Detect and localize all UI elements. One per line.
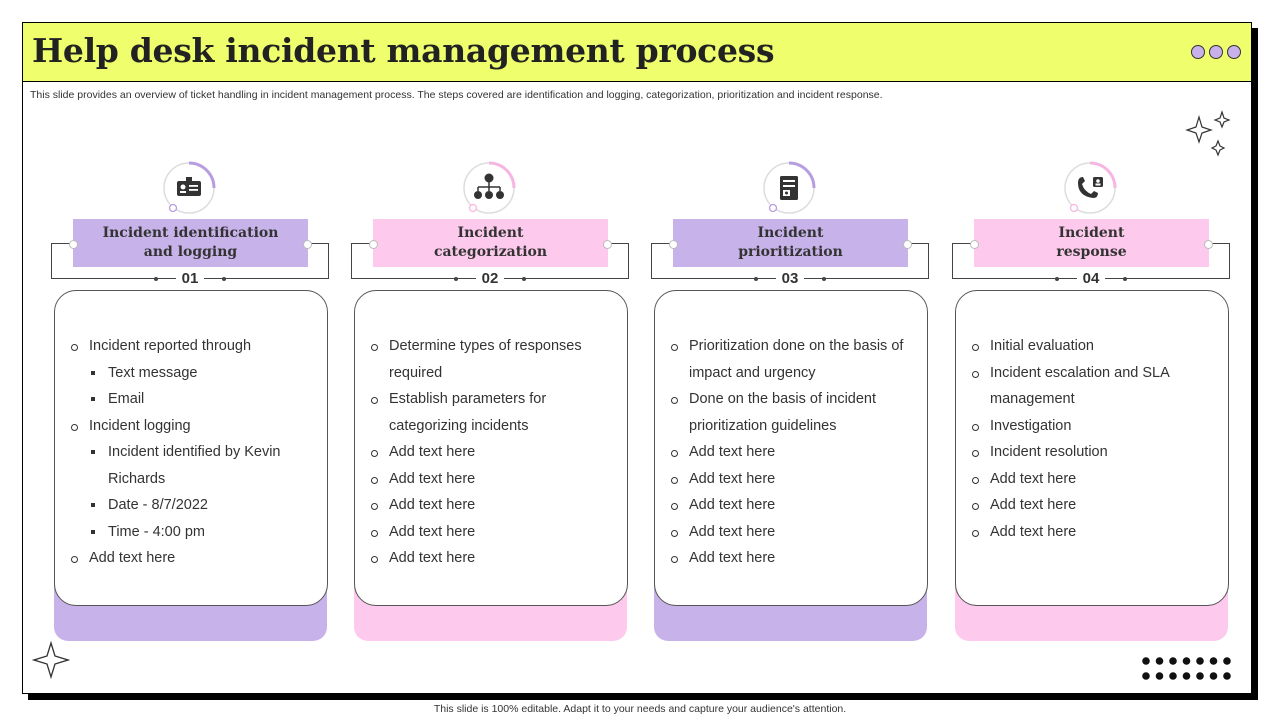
list-item: Add text here bbox=[970, 519, 1218, 546]
list-item: Done on the basis of incident prioritiza… bbox=[669, 386, 917, 439]
list-item: Incident escalation and SLA management bbox=[970, 360, 1218, 413]
sparkle-icon bbox=[32, 641, 70, 679]
list-item: Add text here bbox=[970, 466, 1218, 493]
hierarchy-icon bbox=[463, 161, 516, 214]
page-title: Help desk incident management process bbox=[32, 31, 775, 70]
slide-description: This slide provides an overview of ticke… bbox=[30, 89, 883, 101]
step-number: 02 bbox=[453, 270, 526, 288]
list-item: Add text here bbox=[369, 545, 617, 572]
step-bullet-list: Prioritization done on the basis of impa… bbox=[669, 333, 917, 572]
decoration-dot bbox=[1191, 45, 1205, 59]
list-item: Add text here bbox=[970, 492, 1218, 519]
step-label: Incident identification and logging bbox=[69, 219, 312, 267]
list-item: Incident reported through bbox=[69, 333, 317, 360]
step-label: Incident response bbox=[970, 219, 1213, 267]
step-number-wrap: 04 bbox=[952, 269, 1230, 289]
slide: Help desk incident management process Th… bbox=[22, 22, 1252, 694]
list-item: Email bbox=[69, 386, 317, 413]
step-number: 03 bbox=[753, 270, 826, 288]
list-item: Add text here bbox=[69, 545, 317, 572]
list-item: Add text here bbox=[369, 439, 617, 466]
decoration-dot bbox=[1227, 45, 1241, 59]
dot-grid-decoration bbox=[1142, 657, 1231, 680]
list-item: Determine types of responses required bbox=[369, 333, 617, 386]
list-item: Add text here bbox=[669, 492, 917, 519]
step-label: Incident prioritization bbox=[669, 219, 912, 267]
list-item: Time - 4:00 pm bbox=[69, 519, 317, 546]
list-item: Add text here bbox=[669, 466, 917, 493]
list-item: Initial evaluation bbox=[970, 333, 1218, 360]
step-number: 04 bbox=[1054, 270, 1127, 288]
list-item: Add text here bbox=[369, 519, 617, 546]
list-item: Text message bbox=[69, 360, 317, 387]
document-stack-icon bbox=[763, 161, 816, 214]
list-item: Add text here bbox=[669, 519, 917, 546]
title-decoration-dots bbox=[1191, 45, 1241, 59]
list-item: Prioritization done on the basis of impa… bbox=[669, 333, 917, 386]
sparkles-icon bbox=[1185, 110, 1231, 157]
step-number-wrap: 03 bbox=[651, 269, 929, 289]
list-item: Add text here bbox=[369, 466, 617, 493]
step-card: Prioritization done on the basis of impa… bbox=[654, 290, 928, 606]
list-item: Add text here bbox=[369, 492, 617, 519]
list-item: Incident identified by Kevin Richards bbox=[69, 439, 317, 492]
step-label: Incident categorization bbox=[369, 219, 612, 267]
list-item: Add text here bbox=[669, 439, 917, 466]
phone-user-icon bbox=[1064, 161, 1117, 214]
list-item: Incident resolution bbox=[970, 439, 1218, 466]
footer-note: This slide is 100% editable. Adapt it to… bbox=[433, 703, 847, 715]
list-item: Establish parameters for categorizing in… bbox=[369, 386, 617, 439]
list-item: Date - 8/7/2022 bbox=[69, 492, 317, 519]
list-item: Add text here bbox=[669, 545, 917, 572]
list-item: Incident logging bbox=[69, 413, 317, 440]
title-bar: Help desk incident management process bbox=[23, 23, 1251, 82]
step-number: 01 bbox=[153, 270, 226, 288]
id-card-icon bbox=[163, 161, 216, 214]
decoration-dot bbox=[1209, 45, 1223, 59]
step-number-wrap: 01 bbox=[51, 269, 329, 289]
list-item: Investigation bbox=[970, 413, 1218, 440]
step-number-wrap: 02 bbox=[351, 269, 629, 289]
